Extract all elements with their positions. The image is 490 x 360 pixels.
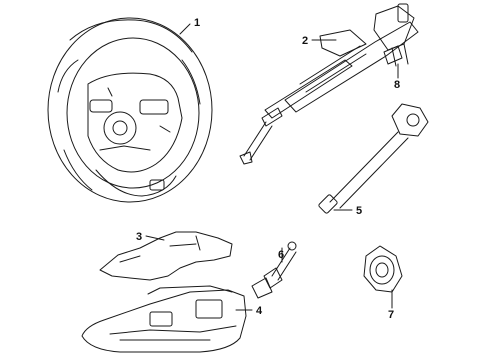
callout-2: 2 bbox=[302, 35, 308, 47]
callout-8: 8 bbox=[394, 79, 400, 91]
callout-3: 3 bbox=[136, 231, 142, 243]
callout-1: 1 bbox=[194, 17, 200, 29]
lower-shaft bbox=[251, 241, 297, 299]
steering-column bbox=[239, 3, 419, 165]
callout-5: 5 bbox=[356, 205, 362, 217]
column-bracket bbox=[383, 45, 403, 65]
leader-lines bbox=[145, 23, 399, 311]
lower-column-cover bbox=[81, 285, 247, 353]
callout-4: 4 bbox=[256, 305, 263, 317]
upper-column-cover bbox=[99, 231, 233, 281]
clock-spring bbox=[363, 245, 403, 293]
steering-wheel bbox=[47, 17, 213, 203]
callout-6: 6 bbox=[278, 249, 284, 261]
intermediate-shaft bbox=[318, 103, 429, 214]
callout-7: 7 bbox=[388, 309, 394, 321]
